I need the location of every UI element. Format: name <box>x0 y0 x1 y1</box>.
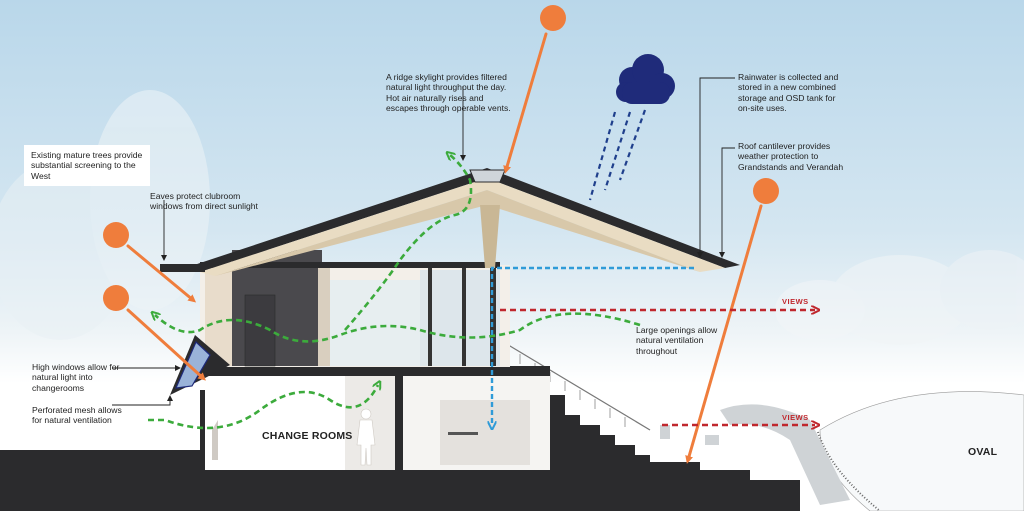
label-oval: OVAL <box>968 446 998 458</box>
label-change-rooms: CHANGE ROOMS <box>262 430 353 442</box>
sun-icon <box>103 285 129 311</box>
annotation-high-windows: High windows allow for natural light int… <box>32 362 120 393</box>
annotation-perforated-mesh: Perforated mesh allows for natural venti… <box>32 405 122 426</box>
background-trees <box>0 90 1024 345</box>
person-figure-icon <box>356 408 376 466</box>
annotation-trees: Existing mature trees provide substantia… <box>24 145 150 187</box>
annotation-large-openings: Large openings allow natural ventilation… <box>636 325 718 356</box>
floor-slab <box>195 366 550 376</box>
sun-icon <box>753 178 779 204</box>
sun-rays <box>126 32 763 464</box>
annotation-skylight: A ridge skylight provides filtered natur… <box>386 72 511 114</box>
sun-icon <box>540 5 566 31</box>
views-arrows <box>500 310 815 425</box>
grandstand-seating <box>660 404 850 505</box>
annotation-eaves: Eaves protect clubroom windows from dire… <box>150 191 258 212</box>
water-flow <box>492 266 694 425</box>
rain-streaks <box>588 109 647 201</box>
rain-cloud-icon <box>616 54 675 104</box>
ventilation-flows <box>148 155 641 430</box>
label-views-upper: VIEWS <box>782 297 809 306</box>
leader-lines <box>112 77 735 406</box>
stair-rail <box>499 339 651 431</box>
roof <box>160 168 740 276</box>
sun-icon <box>103 222 129 248</box>
label-views-lower: VIEWS <box>782 413 809 422</box>
change-rooms-section <box>205 375 550 470</box>
annotation-rainwater: Rainwater is collected and stored in a n… <box>738 72 839 114</box>
clubroom-section <box>200 250 510 367</box>
annotation-cantilever: Roof cantilever provides weather protect… <box>738 141 844 172</box>
